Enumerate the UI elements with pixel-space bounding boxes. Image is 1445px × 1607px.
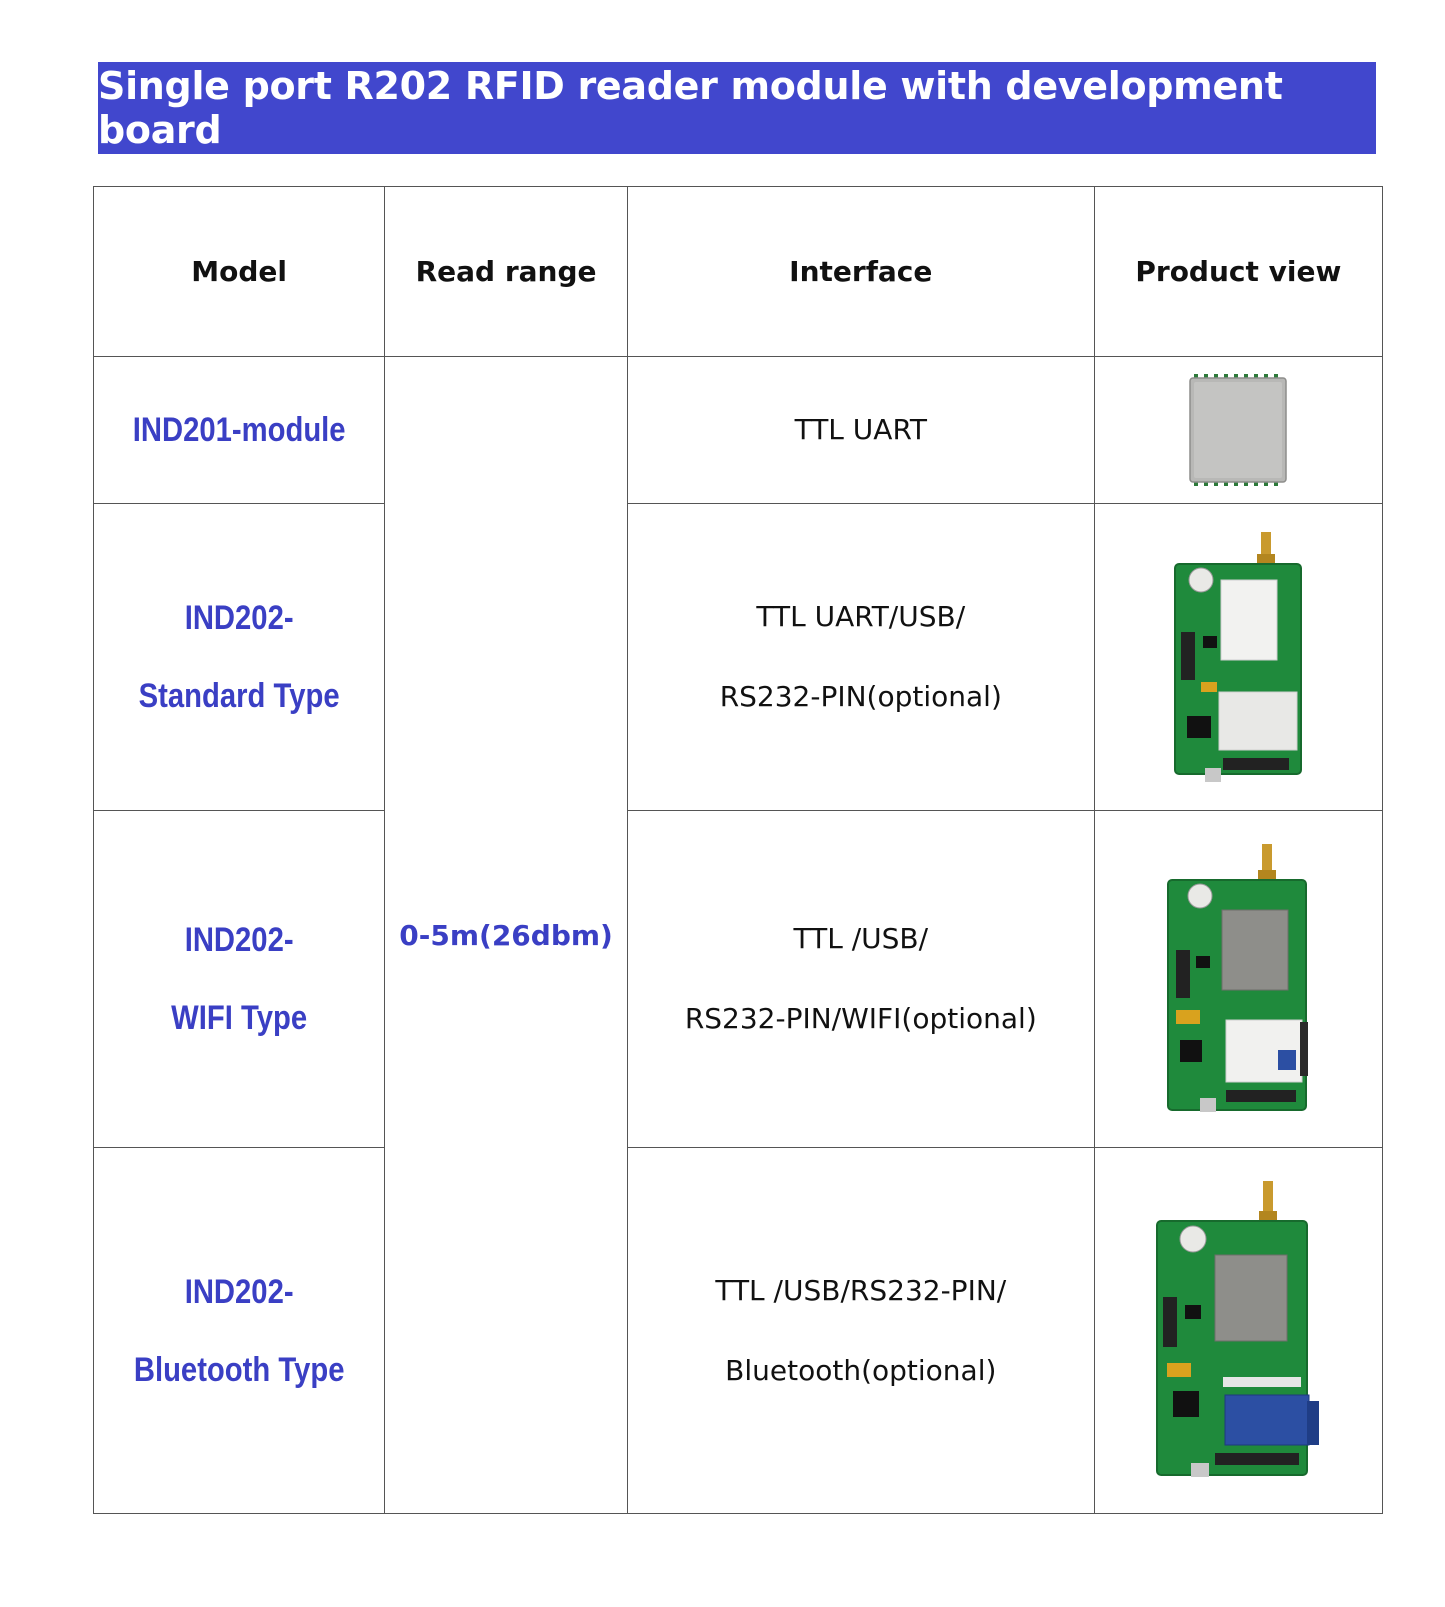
header-product-view: Product view: [1093, 186, 1384, 357]
model-name-line1: IND202-: [184, 599, 294, 637]
product-table: Model Read range Interface Product view …: [92, 186, 1384, 1514]
product-view-cell: [1093, 503, 1384, 811]
header-model: Model: [92, 186, 386, 357]
interface-cell: TTL UART/USB/ RS232-PIN(optional): [626, 503, 1095, 811]
interface-line2: RS232-PIN(optional): [719, 680, 1002, 713]
interface-cell: TTL /USB/RS232-PIN/ Bluetooth(optional): [626, 1147, 1095, 1514]
table-row: IND202- Standard Type TTL UART/USB/ RS23…: [92, 503, 1384, 811]
wifi-board-image: [1166, 844, 1308, 1112]
table-row: IND201-module 0-5m(26dbm) TTL UART: [92, 356, 1384, 1514]
bluetooth-board-image: [1156, 1180, 1320, 1477]
header-row: Model Read range Interface Product view: [92, 186, 1384, 357]
model-name-line2: Standard Type: [138, 677, 340, 715]
product-view-cell: [1093, 810, 1384, 1148]
model-name-line1: IND202-: [184, 1272, 294, 1311]
page-title-banner: Single port R202 RFID reader module with…: [98, 62, 1376, 154]
model-cell: IND202- Standard Type: [92, 503, 386, 811]
model-cell: IND202- Bluetooth Type: [92, 1147, 386, 1514]
interface-line2: Bluetooth(optional): [725, 1353, 997, 1387]
model-name-line2: WIFI Type: [171, 999, 308, 1037]
rfid-module-image: [1189, 374, 1288, 486]
read-range-cell: 0-5m(26dbm): [384, 356, 628, 1514]
interface-line2: RS232-PIN/WIFI(optional): [684, 1002, 1037, 1035]
header-read-range: Read range: [384, 186, 628, 357]
product-view-cell: [1093, 1147, 1384, 1514]
model-cell: IND202- WIFI Type: [92, 810, 386, 1148]
interface-line1: TTL UART/USB/: [756, 600, 966, 633]
interface-line1: TTL /USB/RS232-PIN/: [715, 1273, 1007, 1307]
page-title: Single port R202 RFID reader module with…: [98, 64, 1283, 152]
interface-line: TTL UART: [794, 413, 927, 446]
model-name-line1: IND202-: [184, 921, 294, 959]
interface-cell: TTL /USB/ RS232-PIN/WIFI(optional): [626, 810, 1095, 1148]
header-interface: Interface: [626, 186, 1095, 357]
model-cell: IND201-module: [92, 356, 386, 504]
table-row: IND202- Bluetooth Type TTL /USB/RS232-PI…: [92, 1147, 1384, 1514]
read-range-value: 0-5m(26dbm): [399, 918, 613, 952]
table-row: IND202- WIFI Type TTL /USB/ RS232-PIN/WI…: [92, 810, 1384, 1148]
product-view-cell: [1093, 356, 1384, 504]
model-name: IND201-module: [132, 411, 346, 449]
model-name-line2: Bluetooth Type: [133, 1350, 345, 1389]
standard-board-image: [1174, 532, 1303, 782]
interface-cell: TTL UART: [626, 356, 1095, 504]
interface-line1: TTL /USB/: [793, 922, 929, 955]
